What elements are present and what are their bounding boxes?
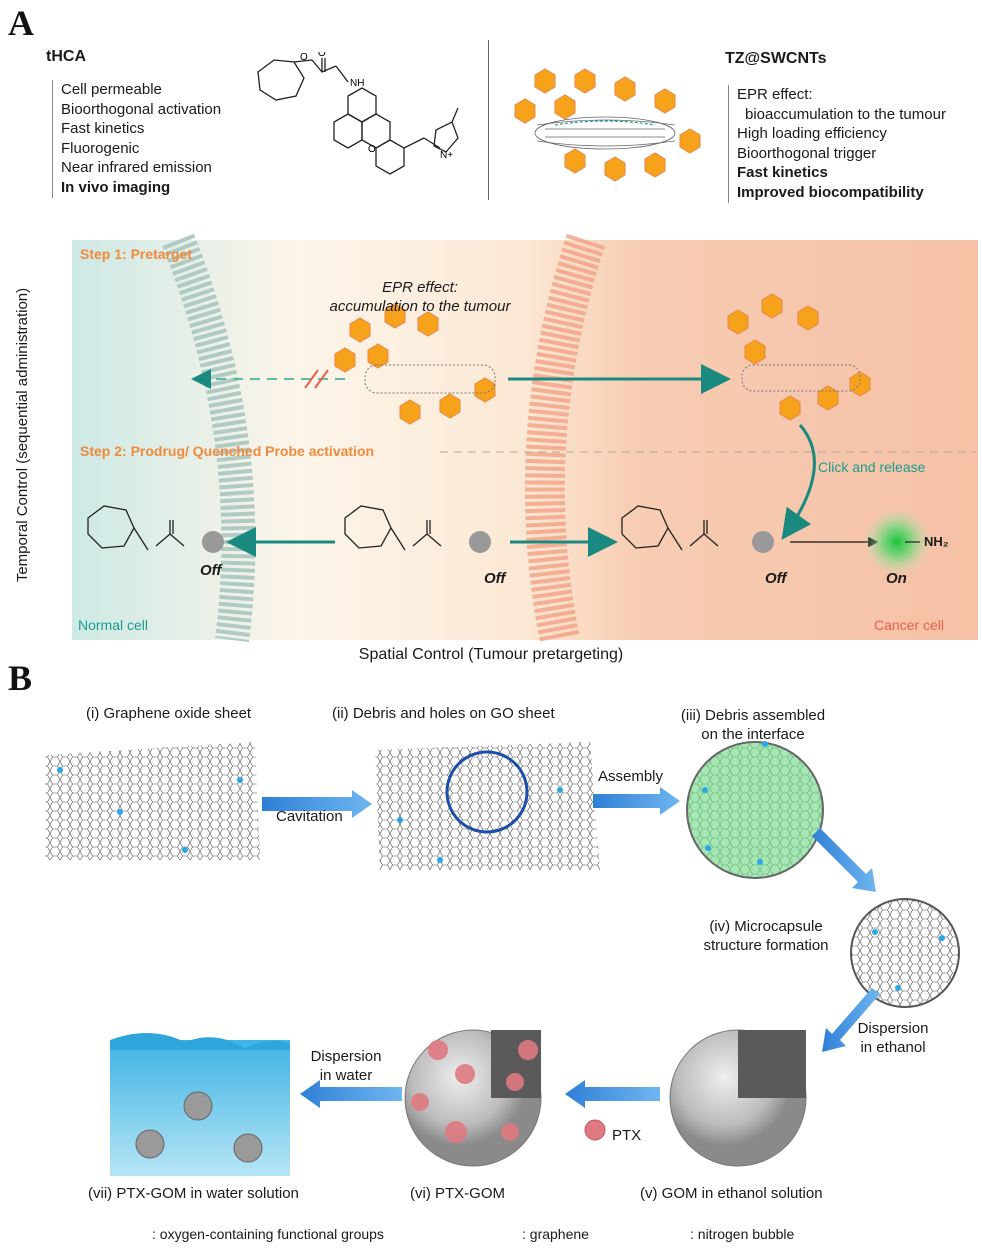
thca-molecule-icon: O O NH O N+ (257, 52, 459, 175)
svg-text:NH: NH (350, 78, 364, 89)
thca-item: Cell permeable (61, 81, 162, 98)
tz-item: Fast kinetics (737, 164, 828, 182)
step-vii-label: (vii) PTX-GOM in water solution (88, 1185, 299, 1202)
step-i-label: (i) Graphene oxide sheet (86, 705, 252, 722)
ethanol-dispersion-arrow (822, 988, 880, 1052)
thca-item: Fast kinetics (61, 120, 145, 138)
epr-label: EPR effect: accumulation to the tumour (300, 278, 540, 316)
legend-graphene-label: : graphene (522, 1226, 589, 1242)
tz-item: bioaccumulation to the tumour (745, 105, 946, 123)
normal-cell-label: Normal cell (78, 617, 149, 633)
tz-item: Bioorthogonal trigger (737, 144, 877, 162)
click-release-label: Click and release (818, 459, 926, 475)
step-iv-line1: (iv) Microcapsule (709, 918, 823, 935)
off-label-center: Off (484, 570, 506, 587)
ptx-loading-arrow (565, 1080, 660, 1108)
step-iii-label: (iii) Debris assembled on the interface (648, 706, 858, 744)
svg-text:O: O (318, 52, 326, 59)
step-iii-line2: on the interface (701, 726, 805, 743)
pretargeting-scheme (72, 233, 978, 644)
prodrug-normal-icon (87, 505, 185, 551)
water-dispersion-label: Dispersion in water (296, 1047, 396, 1085)
step2-label: Step 2: Prodrug/ Quenched Probe activati… (80, 443, 375, 459)
formation-arrow (812, 828, 876, 892)
ptx-molecule-icon (584, 1119, 606, 1141)
off-label-cancer: Off (765, 570, 787, 587)
thca-feature-list: Cell permeable Bioorthogonal activation … (52, 80, 221, 198)
panel-a-label: A (8, 3, 34, 43)
step-iv-line2: structure formation (703, 937, 829, 954)
go-sheet-icon (45, 742, 260, 860)
prodrug-cancer-icon (621, 505, 719, 551)
step-vi-label: (vi) PTX-GOM (410, 1185, 505, 1202)
x-axis-label: Spatial Control (Tumour pretargeting) (358, 646, 624, 663)
off-label-normal: Off (200, 562, 222, 579)
prodrug-center-icon (344, 505, 442, 551)
svg-text:O: O (368, 144, 376, 155)
quencher-cancer-icon (752, 531, 774, 553)
thca-item: Fluorogenic (61, 139, 140, 157)
legend-bubble-label: : nitrogen bubble (690, 1226, 795, 1242)
cancer-cell-label: Cancer cell (874, 617, 945, 633)
on-label: On (886, 570, 907, 587)
svg-text:N+: N+ (440, 150, 453, 161)
thca-item: In vivo imaging (61, 178, 171, 196)
divider (488, 40, 489, 200)
tz-item: EPR effect: (737, 86, 813, 103)
swcnt-carrier-icon (334, 303, 496, 425)
legend-oxygen-label: : oxygen-containing functional groups (152, 1226, 384, 1242)
ethanol-dispersion-line2: in ethanol (860, 1039, 926, 1056)
debris-sheet-icon (375, 742, 600, 870)
ethanol-dispersion-line1: Dispersion (857, 1020, 929, 1037)
step-iii-line1: (iii) Debris assembled (680, 707, 826, 724)
cavitation-arrow (262, 790, 372, 818)
thca-title: tHCA (46, 48, 86, 65)
gom-process-diagram (45, 741, 960, 1176)
assembly-arrow (593, 787, 680, 815)
quencher-normal-icon (202, 531, 224, 553)
tz-swcnt-icon (514, 68, 701, 182)
epr-line1: EPR effect: (382, 279, 458, 296)
water-dispersion-line2: in water (319, 1067, 373, 1084)
microcapsule-icon (850, 898, 960, 1008)
thca-item: Near infrared emission (61, 159, 212, 177)
debris-hole-marker (445, 750, 529, 834)
svg-text:O: O (300, 52, 308, 63)
tz-item: Improved biocompatibility (737, 183, 924, 201)
fluorescence-glow-icon (863, 508, 931, 576)
ethanol-dispersion-label: Dispersion in ethanol (838, 1019, 948, 1057)
cancer-cell-membrane (524, 233, 605, 644)
thca-item: Bioorthogonal activation (61, 100, 222, 118)
step-iv-label: (iv) Microcapsule structure formation (686, 917, 846, 955)
blocked-mark (304, 369, 329, 389)
step1-label: Step 1: Pretarget (80, 246, 193, 262)
swcnt-tumour-icon (727, 293, 871, 421)
step-ii-label: (ii) Debris and holes on GO sheet (332, 705, 555, 722)
gom-cutaway (738, 1030, 806, 1098)
tz-item: High loading efficiency (737, 125, 887, 143)
water-dispersion-line1: Dispersion (310, 1048, 382, 1065)
tz-feature-list: EPR effect: bioaccumulation to the tumou… (728, 85, 946, 203)
click-release-arrow (781, 424, 816, 540)
cavitation-label: Cavitation (276, 808, 343, 825)
ptx-label: PTX (612, 1127, 642, 1144)
step-v-label: (v) GOM in ethanol solution (640, 1185, 823, 1202)
assembly-label: Assembly (598, 768, 664, 785)
y-axis-label: Temporal Control (sequential administrat… (14, 287, 31, 583)
epr-line2: accumulation to the tumour (329, 298, 511, 315)
water-dispersion-arrow (300, 1080, 402, 1108)
quencher-center-icon (469, 531, 491, 553)
panel-b-label: B (8, 658, 33, 698)
normal-cell-membrane (162, 233, 256, 643)
amine-label: NH₂ (924, 534, 949, 549)
tz-title: TZ@SWCNTs (725, 50, 827, 67)
